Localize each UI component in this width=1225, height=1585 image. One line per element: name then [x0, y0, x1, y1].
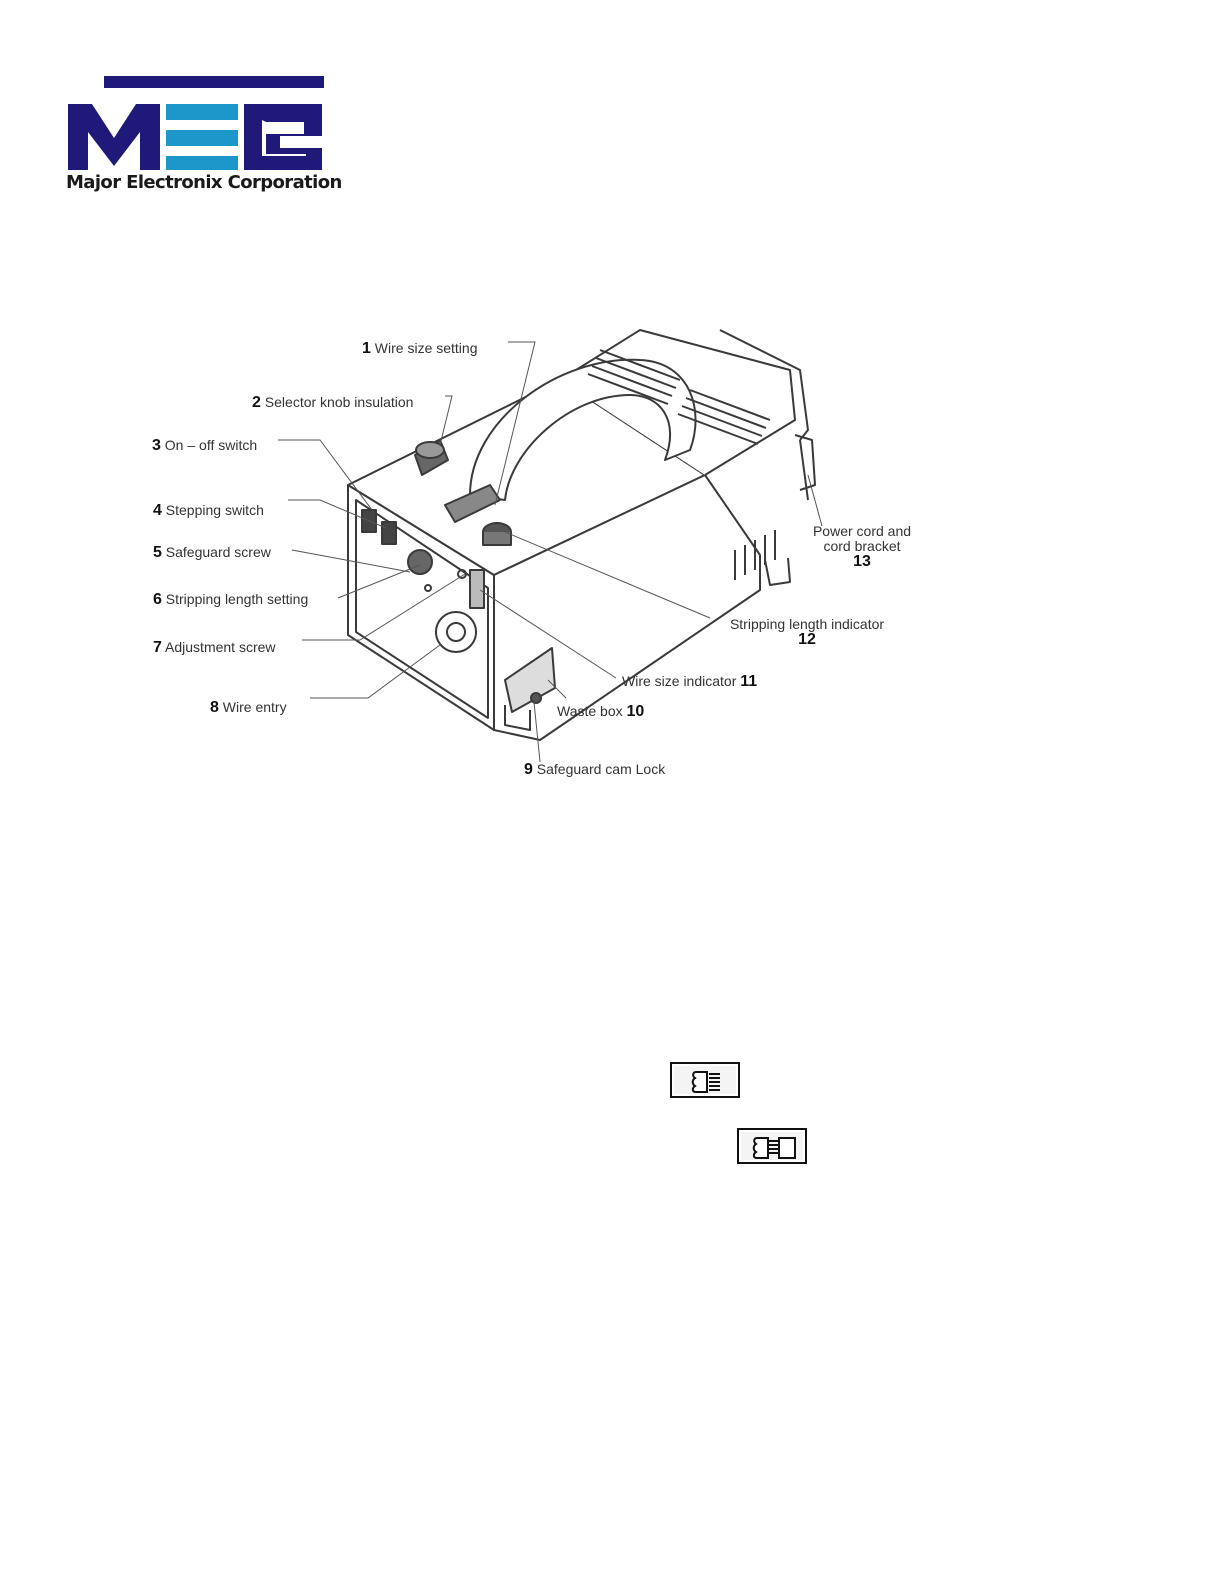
diagram-label-11: Wire size indicator 11: [622, 673, 758, 690]
diagram-label-13: Power cord and cord bracket 13: [812, 523, 912, 570]
full-strip-icon: [737, 1128, 807, 1164]
full-strip-glyph: [752, 1137, 796, 1159]
diagram-label-4: 4 Stepping switch: [153, 502, 264, 519]
company-logo: Major Electronix Corporation: [66, 76, 342, 196]
mec-logo-mark: [68, 76, 324, 170]
diagram-label-2: 2 Selector knob insulation: [252, 394, 414, 411]
wire-stripper-diagram: 1 Wire size setting 2 Selector knob insu…: [0, 300, 1225, 800]
machine-illustration: [278, 329, 823, 763]
diagram-label-7: 7 Adjustment screw: [153, 639, 276, 656]
diagram-label-1: 1 Wire size setting: [362, 340, 478, 357]
partial-strip-glyph: [691, 1071, 720, 1093]
diagram-label-8: 8 Wire entry: [210, 699, 287, 716]
diagram-label-9: 9 Safeguard cam Lock: [524, 761, 666, 778]
diagram-label-12: Stripping length indicator 12: [729, 616, 885, 648]
diagram-label-6: 6 Stripping length setting: [153, 591, 309, 608]
diagram-label-3: 3 On – off switch: [152, 437, 258, 454]
partial-strip-icon: [670, 1062, 740, 1098]
logo-caption: Major Electronix Corporation: [66, 172, 342, 193]
diagram-label-5: 5 Safeguard screw: [153, 544, 271, 561]
diagram-label-10: Waste box 10: [557, 703, 645, 720]
